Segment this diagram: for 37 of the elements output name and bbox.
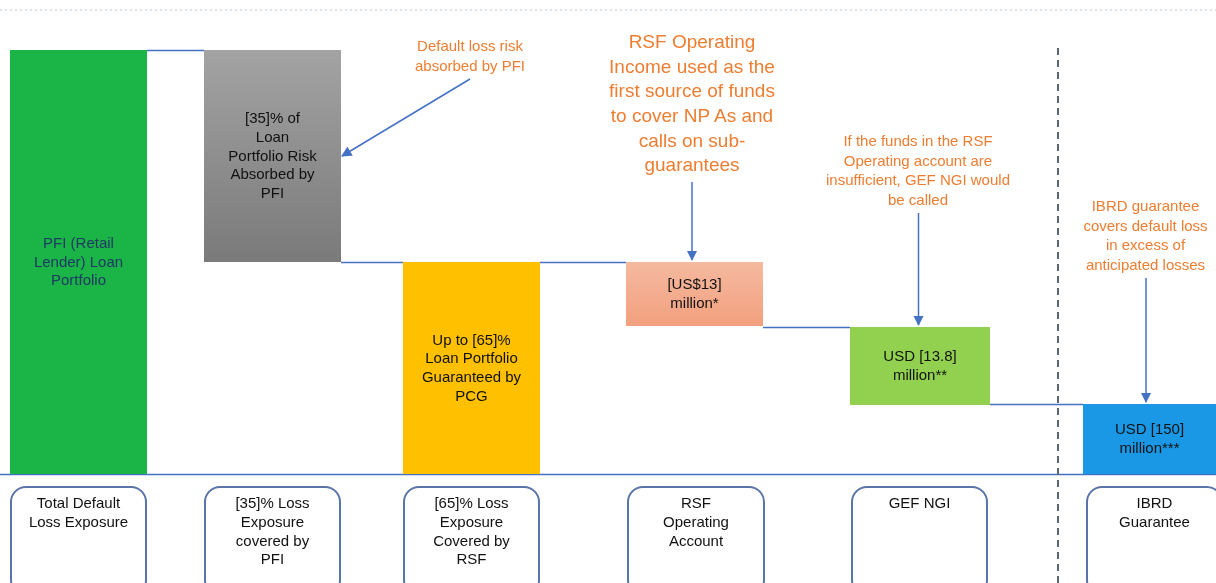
category-label: GEF NGI [888,494,951,513]
connector-line [989,403,1084,406]
bar-label: PFI (Retail Lender) Loan Portfolio [33,233,124,291]
arrow [341,78,471,157]
category-box [851,486,988,583]
annotation-text: If the funds in the RSF Operating account are insufficient, GEF NGI would be called [825,131,1011,209]
bar-label: USD [150] million*** [1113,420,1186,458]
waterfall-bar [10,50,147,474]
annotation-text: IBRD guarantee covers default loss in excess of anticipated losses [1075,196,1216,274]
arrow [913,212,924,327]
category-label: Total Default Loss Exposure [28,494,129,532]
category-box [10,486,147,583]
category-box [204,486,341,583]
bar-label: [US$13] million* [666,275,723,313]
category-label: [65]% Loss Exposure Covered by RSF [432,494,511,569]
annotation-text: RSF Operating Income used as the first source of funds to cover NP As and calls on sub-guarantees [602,30,782,179]
waterfall-bar [1083,404,1216,474]
connector-line [762,326,851,329]
annotation-text: Default loss risk absorbed by PFI [390,36,550,75]
connector-line [340,261,404,264]
waterfall-bar [403,262,540,474]
waterfall-bar [626,262,763,326]
category-label: RSF Operating Account [662,494,730,551]
bar-label: Up to [65]% Loan Portfolio Guaranteed by PCG [420,330,523,406]
arrow [686,181,698,262]
bar-label: [35]% of Loan Portfolio Risk Absorbed by PFI [227,109,318,203]
category-label: [35]% Loss Exposure covered by PFI [234,494,311,569]
category-box [1086,486,1216,583]
connector-line [539,261,627,264]
category-label: IBRD Guarantee [1118,494,1191,532]
category-box [627,486,765,583]
bar-label: USD [13.8] million** [882,347,958,385]
waterfall-bar [850,327,990,405]
arrow [1140,277,1152,404]
category-box [403,486,540,583]
waterfall-bar [204,50,341,262]
connector-line [146,49,205,52]
